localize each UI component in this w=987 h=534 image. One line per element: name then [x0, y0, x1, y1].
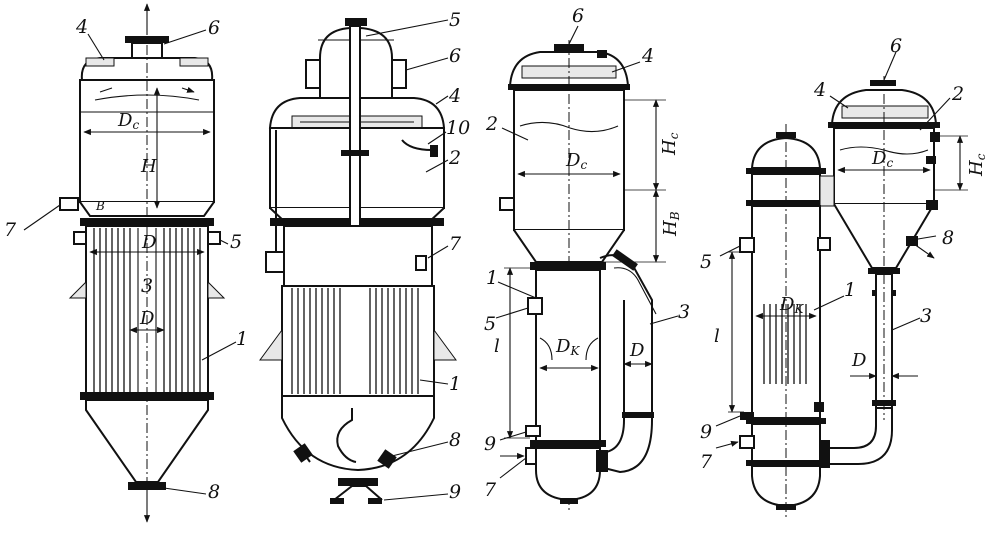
label-1-a: 1 — [236, 328, 248, 350]
label-8-a: 8 — [208, 481, 220, 503]
dim-l-c: l — [494, 336, 500, 357]
label-2-d: 2 — [951, 83, 964, 105]
label-6-d: 6 — [890, 35, 902, 57]
label-1-b: 1 — [449, 373, 461, 395]
label-3-d: 3 — [920, 305, 932, 327]
label-7-a: 7 — [4, 219, 17, 241]
label-9-c: 9 — [484, 433, 496, 455]
label-4-d: 4 — [813, 79, 826, 101]
dim-dc-c: Dc — [565, 150, 587, 172]
label-4-a: 4 — [75, 16, 88, 38]
label-5-c: 5 — [484, 313, 496, 335]
dim-d-c: D — [629, 340, 645, 361]
label-6-c: 6 — [572, 5, 584, 27]
label-6-a: 6 — [208, 17, 220, 39]
label-4-b: 4 — [448, 85, 461, 107]
dim-d-tube-a: D — [139, 308, 155, 329]
label-7-c: 7 — [484, 479, 497, 501]
label-7-b: 7 — [449, 233, 462, 255]
dim-hb-a: B — [95, 199, 105, 213]
label-9-b: 9 — [449, 481, 461, 503]
label-1-c: 1 — [486, 267, 498, 289]
label-4-c: 4 — [641, 45, 654, 67]
dim-dc-d: Dc — [871, 148, 893, 170]
dim-hc-c: Hc — [659, 132, 681, 156]
tube-bundle-a — [93, 228, 201, 392]
label-2-b: 2 — [448, 147, 461, 169]
label-2-c: 2 — [485, 113, 498, 135]
label-10-b: 10 — [446, 117, 470, 139]
tube-bundle-b — [291, 288, 419, 394]
label-8-d: 8 — [942, 227, 954, 249]
label-8-b: 8 — [449, 429, 461, 451]
apparatus-b: 5 6 4 10 2 7 1 8 9 — [259, 9, 470, 504]
dim-dc-a: Dc — [117, 110, 139, 132]
apparatus-c: Dc Hc HB DK D l 6 4 2 1 5 3 9 7 — [484, 5, 690, 510]
label-9-d: 9 — [700, 421, 712, 443]
label-7-d: 7 — [700, 451, 713, 473]
label-5-b: 5 — [449, 9, 461, 31]
label-3-a: 3 — [141, 275, 153, 297]
dim-d-d: D — [851, 350, 867, 371]
dim-hc-d: Hc — [966, 153, 987, 177]
label-5-d: 5 — [700, 251, 712, 273]
dim-h-a: H — [140, 156, 157, 177]
label-3-c: 3 — [678, 301, 690, 323]
dim-dk-c: DK — [555, 336, 580, 358]
label-5-a: 5 — [230, 231, 242, 253]
dim-l-d: l — [714, 326, 720, 347]
apparatus-d: Dc Hc DK D l 6 4 2 8 5 1 3 9 7 — [700, 35, 987, 520]
apparatus-a: Dc H B D D 4 6 7 5 3 1 8 — [4, 3, 248, 523]
dim-d-shell-a: D — [141, 232, 157, 253]
dim-dk-d: DK — [779, 294, 804, 316]
label-1-d: 1 — [844, 279, 856, 301]
label-6-b: 6 — [449, 45, 461, 67]
dim-hb-c: HB — [660, 211, 682, 237]
